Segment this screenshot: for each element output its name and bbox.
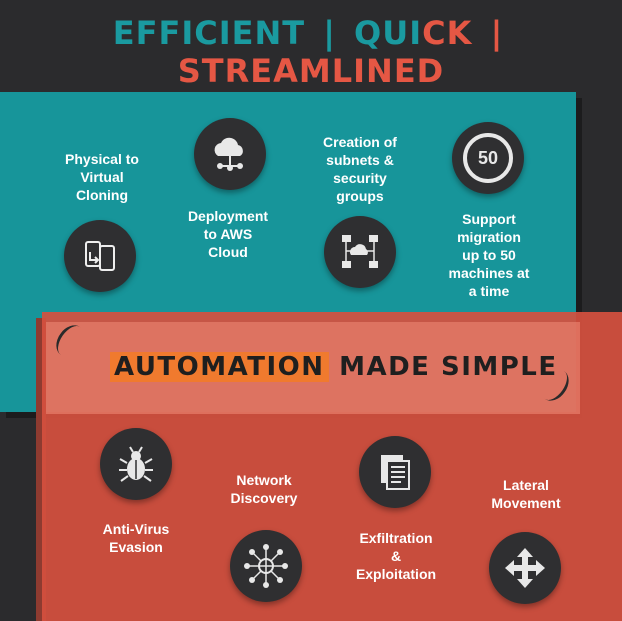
header-streamlined: STREAMLINED: [177, 52, 445, 90]
band-title: AUTOMATION MADE SIMPLE: [110, 352, 570, 382]
header-separator: |: [323, 14, 336, 52]
band-title-highlight: AUTOMATION: [110, 352, 329, 382]
feature-label-p2v: Physical to Virtual Cloning: [65, 151, 139, 203]
feature-label-migration: Support migration up to 50 machines at a…: [448, 211, 530, 299]
feature-label-antivirus: Anti-Virus Evasion: [102, 521, 170, 555]
header-separator: |: [490, 14, 504, 52]
phone-transfer-icon: [64, 220, 136, 292]
feature-label-aws: Deployment to AWS Cloud: [187, 208, 269, 260]
feature-label-exfiltration: Exfiltration & Exploitation: [355, 530, 437, 582]
feature-label-subnets: Creation of subnets & security groups: [323, 134, 397, 204]
page-header: EFFICIENT | QUICK | STREAMLINED: [0, 14, 622, 90]
documents-icon: [359, 436, 431, 508]
feature-label-lateral: Lateral Movement: [491, 477, 561, 511]
header-quick-b: CK: [422, 14, 473, 52]
network-diagram-icon: [324, 216, 396, 288]
red-panel-shadow: [36, 318, 46, 621]
move-arrows-icon: [489, 532, 561, 604]
number-50-text: 50: [463, 133, 513, 183]
header-quick-a: QUI: [354, 14, 423, 52]
header-efficient: EFFICIENT: [112, 14, 306, 52]
bug-icon: [100, 428, 172, 500]
globe-network-icon: [230, 530, 302, 602]
cloud-network-icon: [194, 118, 266, 190]
band-title-rest: MADE SIMPLE: [328, 352, 558, 382]
number-50-icon: 50: [452, 122, 524, 194]
feature-label-network-discovery: Network Discovery: [230, 472, 298, 506]
